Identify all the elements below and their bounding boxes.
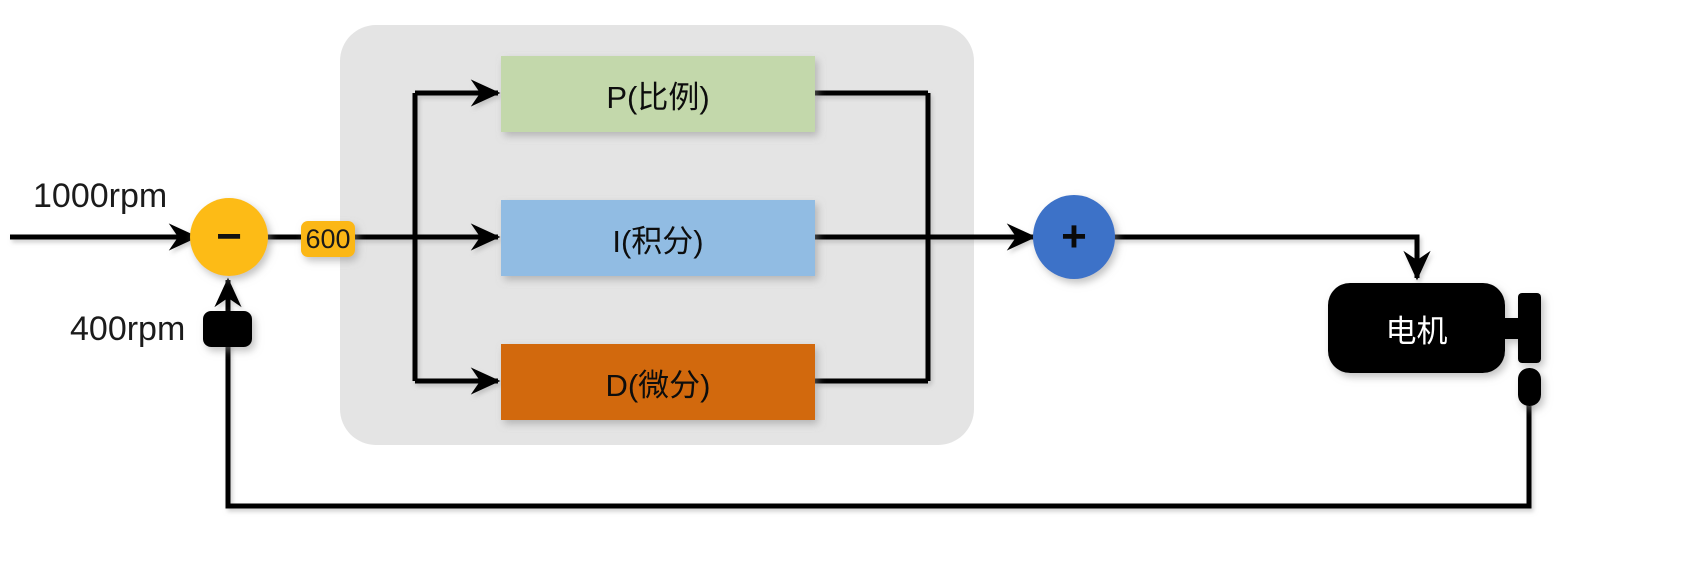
motor-body[interactable] [1328, 283, 1505, 373]
motor-encoder [1518, 368, 1541, 406]
plus-summing-node[interactable] [1033, 195, 1115, 279]
wire-to-motor [1112, 234, 1431, 281]
d-block[interactable] [501, 344, 815, 420]
p-block[interactable] [501, 56, 815, 132]
p-block-label: P(比例) [606, 79, 710, 115]
motor-assembly [1328, 283, 1541, 406]
minus-summing-node[interactable] [190, 198, 268, 276]
motor-label: 电机 [1385, 313, 1448, 349]
feedback-sensor-block [203, 311, 252, 347]
minus-sign: − [216, 212, 242, 261]
feedback-wire [214, 277, 1532, 509]
motor-end-cap [1518, 293, 1541, 363]
error-value-label: 600 [305, 223, 351, 254]
i-block-label: I(积分) [612, 223, 704, 259]
i-block[interactable] [501, 200, 815, 276]
error-value-badge [301, 221, 355, 257]
plus-sign: + [1061, 212, 1087, 261]
d-block-label: D(微分) [605, 367, 711, 403]
